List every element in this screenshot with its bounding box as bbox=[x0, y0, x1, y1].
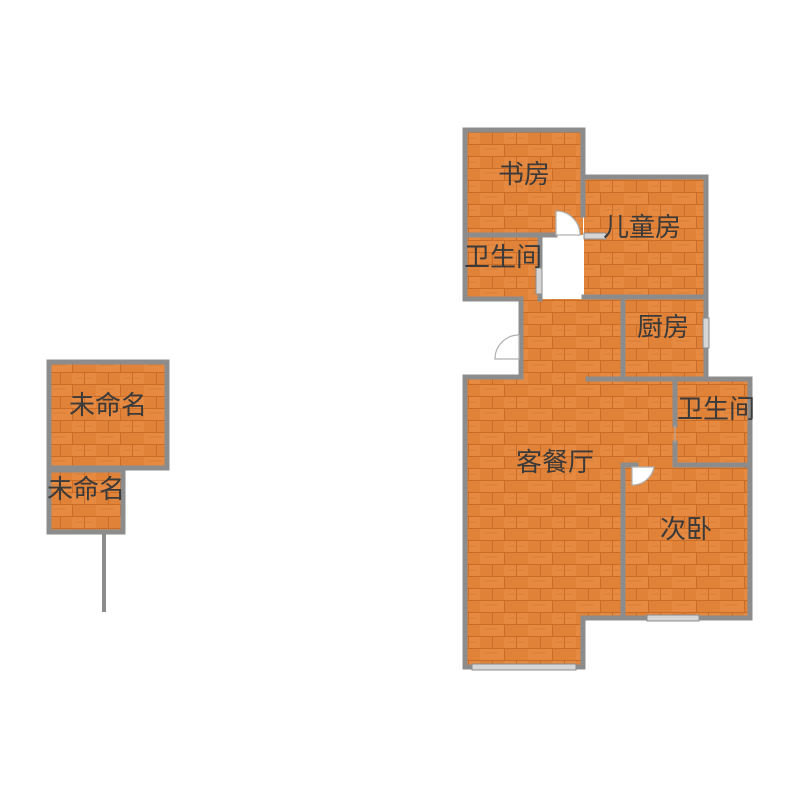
label-living-dining: 客餐厅 bbox=[516, 448, 594, 478]
windows bbox=[471, 232, 710, 671]
label-second-bedroom: 次卧 bbox=[660, 515, 712, 545]
door-swings bbox=[494, 210, 655, 486]
second-bedroom-floor bbox=[623, 465, 750, 618]
label-bathroom-2: 卫生间 bbox=[677, 395, 755, 425]
label-unnamed-1: 未命名 bbox=[69, 391, 147, 421]
apartment bbox=[462, 127, 753, 671]
kitchen-floor bbox=[623, 299, 706, 379]
bedroom-door-swing bbox=[631, 466, 655, 486]
living-dining-floor-lower-cut bbox=[583, 618, 753, 670]
bathroom-1-floor bbox=[465, 237, 540, 299]
living-window bbox=[471, 663, 577, 671]
bedroom-window bbox=[646, 614, 700, 622]
label-bathroom-1: 卫生间 bbox=[464, 243, 542, 273]
entry-door-swing bbox=[494, 334, 520, 360]
kids-window bbox=[583, 232, 607, 240]
hallway-floor bbox=[521, 299, 623, 379]
study-door-swing bbox=[555, 210, 581, 236]
room-labels: 书房 儿童房 卫生间 厨房 卫生间 客餐厅 次卧 未命名 未命名 bbox=[47, 160, 755, 545]
walls bbox=[462, 127, 753, 670]
label-unnamed-2: 未命名 bbox=[47, 475, 125, 505]
bathroom-2-floor bbox=[675, 379, 750, 465]
room-unnamed-2-floor bbox=[46, 467, 126, 535]
label-kids-room: 儿童房 bbox=[603, 213, 681, 243]
kitchen-window bbox=[702, 317, 710, 349]
left-unit bbox=[46, 359, 170, 612]
bathroom-window bbox=[535, 267, 543, 295]
label-kitchen: 厨房 bbox=[637, 313, 689, 343]
label-study: 书房 bbox=[498, 160, 550, 190]
